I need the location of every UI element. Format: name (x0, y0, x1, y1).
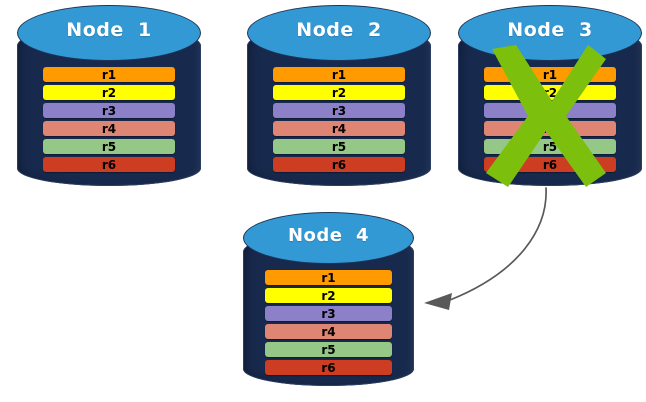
data-row[interactable]: r5 (272, 139, 406, 154)
data-row[interactable]: r3 (265, 306, 392, 321)
data-row[interactable]: r2 (483, 85, 617, 100)
row-list-2: r1 r2 r3 r4 r5 r6 (272, 67, 406, 172)
node-cylinder-4[interactable]: Node 4 r1 r2 r3 r4 r5 r6 (243, 212, 414, 386)
data-row[interactable]: r3 (483, 103, 617, 118)
data-row[interactable]: r2 (272, 85, 406, 100)
data-row[interactable]: r4 (42, 121, 176, 136)
data-row[interactable]: r5 (265, 342, 392, 357)
data-row[interactable]: r4 (483, 121, 617, 136)
data-row[interactable]: r6 (483, 157, 617, 172)
row-list-1: r1 r2 r3 r4 r5 r6 (42, 67, 176, 172)
data-row[interactable]: r1 (272, 67, 406, 82)
data-row[interactable]: r2 (42, 85, 176, 100)
data-row[interactable]: r2 (265, 288, 392, 303)
row-list-3: r1 r2 r3 r4 r5 r6 (483, 67, 617, 172)
node-cylinder-1[interactable]: Node 1 r1 r2 r3 r4 r5 r6 (17, 5, 201, 186)
node-cylinder-2[interactable]: Node 2 r1 r2 r3 r4 r5 r6 (247, 5, 431, 186)
data-row[interactable]: r4 (265, 324, 392, 339)
node-title-4: Node 4 (287, 225, 370, 246)
data-row[interactable]: r1 (483, 67, 617, 82)
data-row[interactable]: r3 (272, 103, 406, 118)
node-title-1: Node 1 (66, 19, 152, 41)
data-row[interactable]: r5 (42, 139, 176, 154)
data-row[interactable]: r5 (483, 139, 617, 154)
data-row[interactable]: r6 (42, 157, 176, 172)
cylinder-top-ellipse-1 (17, 5, 201, 61)
row-list-4: r1 r2 r3 r4 r5 r6 (265, 270, 392, 375)
data-row[interactable]: r6 (272, 157, 406, 172)
data-row[interactable]: r1 (265, 270, 392, 285)
data-row[interactable]: r3 (42, 103, 176, 118)
data-row[interactable]: r4 (272, 121, 406, 136)
cylinder-top-ellipse-4 (243, 212, 414, 264)
node-title-2: Node 2 (296, 19, 382, 41)
data-row[interactable]: r6 (265, 360, 392, 375)
node-cylinder-3[interactable]: Node 3 r1 r2 r3 r4 r5 r6 (458, 5, 642, 186)
cylinder-top-ellipse-2 (247, 5, 431, 61)
data-row[interactable]: r1 (42, 67, 176, 82)
node-title-3: Node 3 (507, 19, 593, 41)
